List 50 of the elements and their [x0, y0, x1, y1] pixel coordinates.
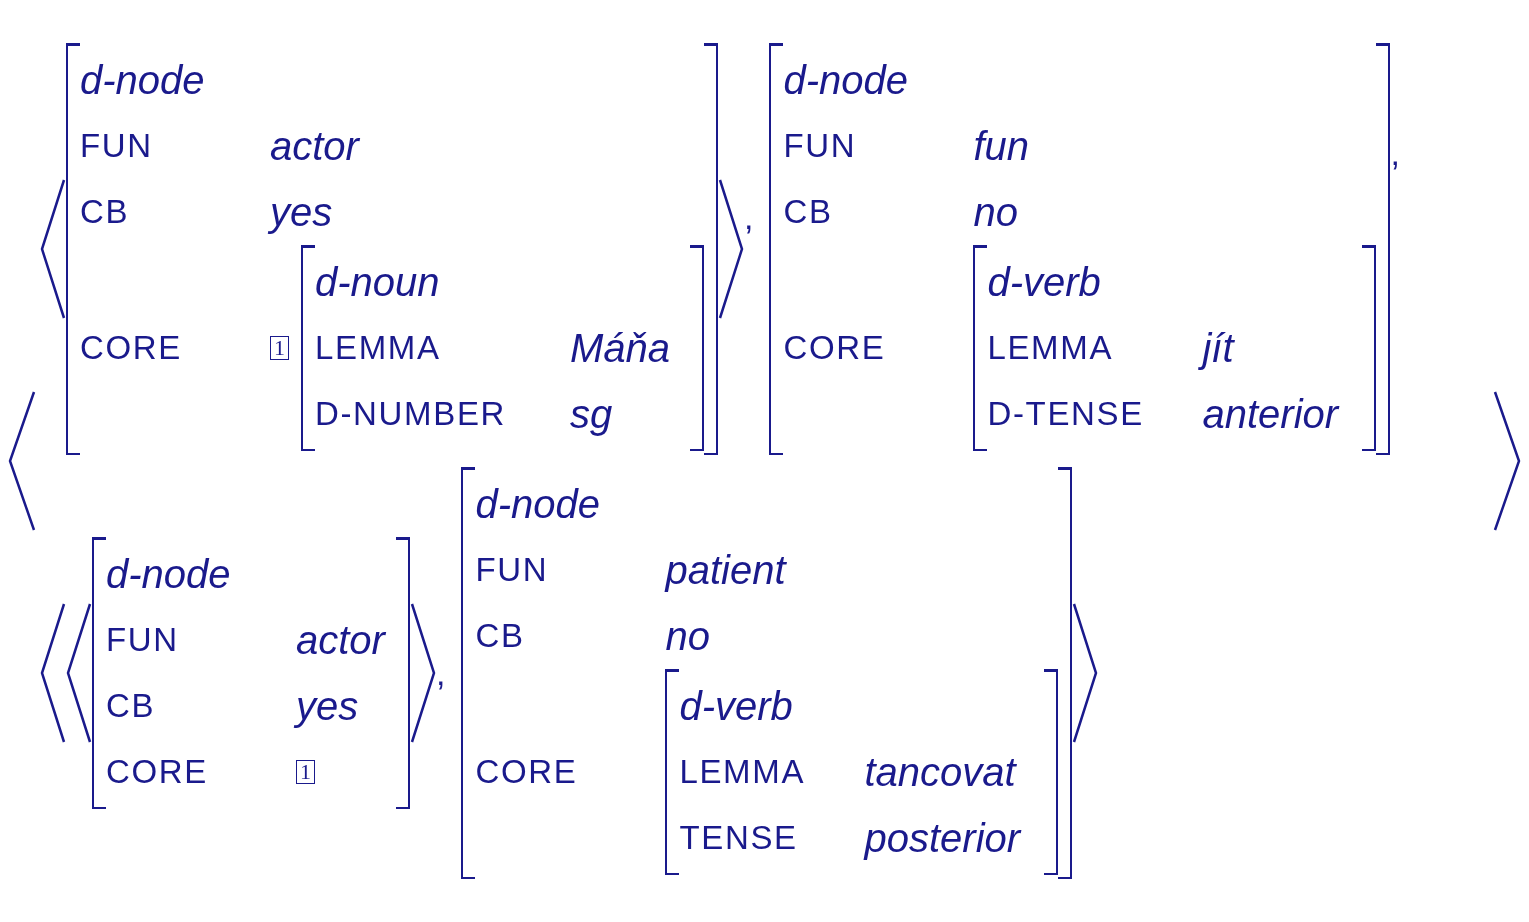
attribute-value: patient — [665, 547, 786, 594]
attribute-value: no — [973, 189, 1018, 236]
attribute-name: FUN — [783, 126, 857, 166]
attribute-name: CORE — [106, 752, 208, 792]
attribute-name: CORE — [783, 328, 886, 368]
attribute-name: LEMMA — [679, 752, 806, 792]
attribute-value: Máňa — [570, 325, 671, 372]
tag-box: 1 — [296, 760, 315, 784]
attribute-name: FUN — [475, 550, 549, 590]
attribute-name: CB — [475, 616, 525, 656]
attribute-name: D-TENSE — [987, 394, 1144, 434]
attribute-value: sg — [570, 391, 613, 438]
attribute-value: anterior — [1202, 391, 1339, 438]
attribute-value-matrix — [461, 467, 1073, 879]
attribute-value: posterior — [864, 815, 1021, 862]
comma: , — [436, 656, 446, 690]
type-label: d-noun — [315, 259, 440, 306]
attribute-name: CORE — [475, 752, 578, 792]
tag-box: 1 — [270, 336, 289, 360]
attribute-name: CB — [783, 192, 833, 232]
attribute-name: D-NUMBER — [315, 394, 507, 434]
type-label: d-node — [80, 57, 205, 104]
attribute-name: CORE — [80, 328, 182, 368]
attribute-value-matrix — [92, 537, 410, 809]
attribute-value-matrix — [769, 43, 1391, 455]
attribute-name: LEMMA — [987, 328, 1114, 368]
attribute-name: FUN — [106, 620, 179, 660]
attribute-value: fun — [973, 123, 1030, 170]
type-label: d-node — [106, 551, 231, 598]
attribute-value: yes — [270, 189, 333, 236]
attribute-value-matrix — [301, 245, 704, 451]
attribute-name: FUN — [80, 126, 153, 166]
attribute-name: CB — [106, 686, 156, 726]
comma: , — [1390, 136, 1400, 170]
attribute-value-matrix — [973, 245, 1377, 451]
attribute-value: tancovat — [864, 749, 1016, 796]
type-label: d-verb — [987, 259, 1101, 306]
attribute-value: actor — [296, 617, 385, 664]
attribute-value: yes — [296, 683, 359, 730]
attribute-name: TENSE — [679, 818, 798, 858]
attribute-name: CB — [80, 192, 130, 232]
attribute-value: no — [665, 613, 710, 660]
attribute-name: LEMMA — [315, 328, 441, 368]
attribute-value-matrix — [665, 669, 1059, 875]
type-label: d-verb — [679, 683, 793, 730]
attribute-value: actor — [270, 123, 359, 170]
type-label: d-node — [783, 57, 908, 104]
type-label: d-node — [475, 481, 600, 528]
attribute-value-matrix — [66, 43, 718, 455]
comma: , — [744, 200, 754, 234]
